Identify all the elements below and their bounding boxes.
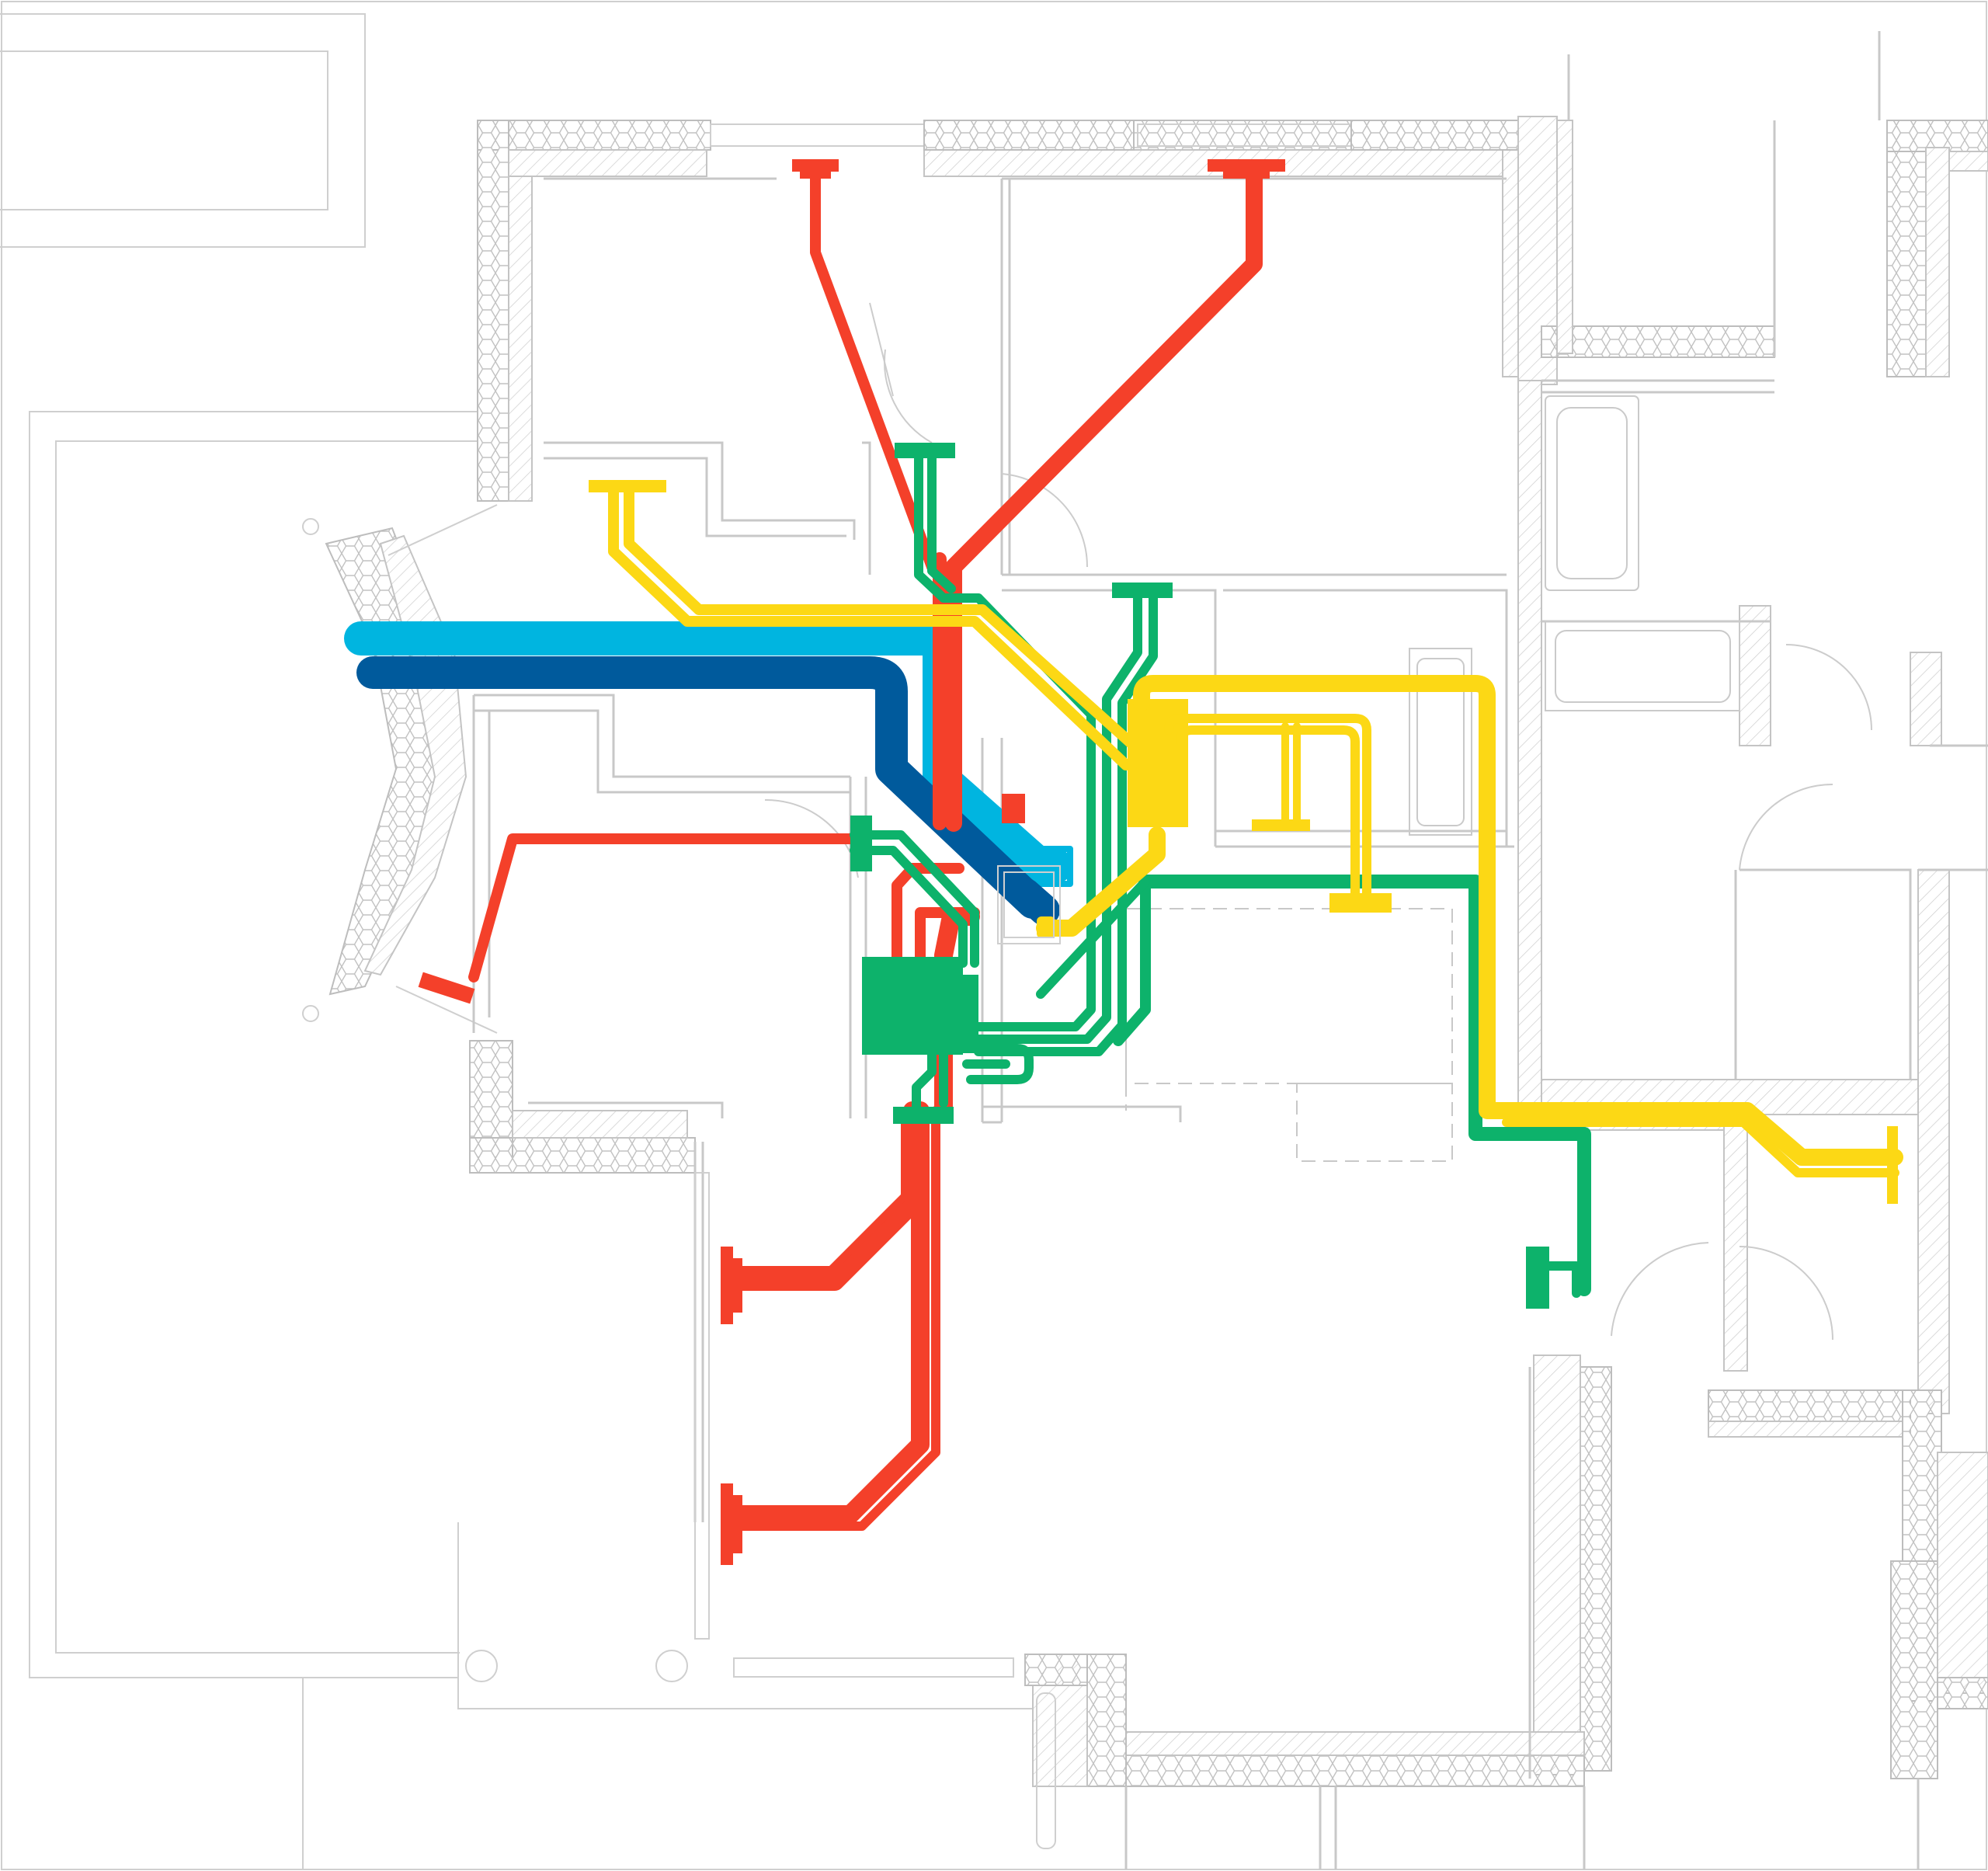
door-swings	[764, 302, 1872, 1341]
north-exterior-wall	[477, 120, 1558, 502]
exhaust-grille-icon	[893, 1107, 954, 1124]
sliding-door	[694, 1172, 1056, 1849]
exhaust-grille-icon	[1526, 1247, 1581, 1309]
exhaust-grille-icon	[1112, 583, 1173, 598]
dashed-outlines	[1125, 908, 1453, 1162]
terrace-outline-top-left	[0, 13, 366, 248]
exhaust-grille-icon	[895, 443, 955, 458]
terrace-outline-left	[29, 411, 1033, 1869]
yellow-ducts	[589, 480, 1903, 1204]
duct-shaft	[997, 865, 1061, 944]
supply-diffuser-icon	[418, 972, 475, 1004]
ventilation-unit-icon	[862, 957, 978, 1055]
plumbing-fixtures	[1409, 395, 1740, 836]
extract-grille-icon	[1252, 819, 1310, 831]
south-west-wall	[465, 1040, 696, 1682]
extract-grille-icon	[589, 480, 666, 492]
exhaust-grille-icon	[850, 816, 872, 871]
duct-network	[344, 159, 1903, 1565]
extract-grille-icon	[1329, 893, 1392, 913]
bay-window	[302, 504, 498, 1034]
south-east-walls	[1024, 1355, 1988, 1869]
outlet-duct	[356, 656, 1060, 926]
supply-diffuser-icon	[792, 159, 839, 179]
extract-grille-icon	[1887, 1126, 1898, 1204]
supply-diffuser-icon	[721, 1247, 742, 1324]
supply-diffuser-icon	[721, 1483, 742, 1565]
supply-diffuser-icon	[1208, 159, 1285, 179]
